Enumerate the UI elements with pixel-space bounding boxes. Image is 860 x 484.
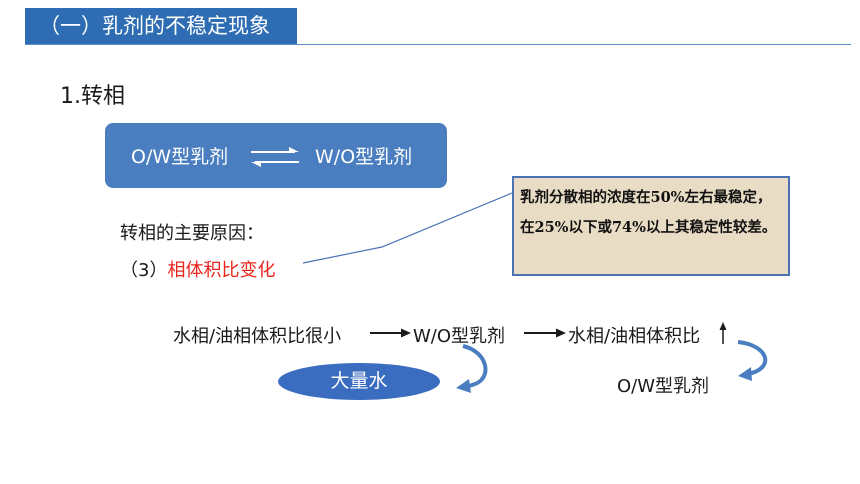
header-divider <box>25 44 851 45</box>
up-arrow-icon <box>719 322 727 344</box>
subsection-heading: 1.转相 <box>60 84 125 109</box>
section-header-title: （一）乳剂的不稳定现象 <box>39 14 270 38</box>
phase-inversion-box: O/W型乳剂 W/O型乳剂 <box>105 123 447 188</box>
cause-label: 转相的主要原因： <box>120 223 264 244</box>
flow-step-4: O/W型乳剂 <box>617 376 710 397</box>
wo-emulsion-label: W/O型乳剂 <box>315 146 413 168</box>
cause-item-number: （3） <box>120 260 168 281</box>
note-callout: 乳剂分散相的浓度在50%左右最稳定，在25%以下或74%以上其稳定性较差。 <box>512 176 790 276</box>
curved-arrow-icon <box>456 344 488 393</box>
right-arrow-icon <box>524 328 566 338</box>
large-water-label: 大量水 <box>330 370 388 392</box>
flow-step-3: 水相/油相体积比 <box>568 326 701 347</box>
right-arrow-icon <box>370 328 411 338</box>
large-water-oval: 大量水 <box>278 363 440 400</box>
flow-step-2: W/O型乳剂 <box>413 326 506 347</box>
section-header-bar: （一）乳剂的不稳定现象 <box>25 8 297 44</box>
ow-emulsion-label: O/W型乳剂 <box>131 146 229 168</box>
flow-step-1: 水相/油相体积比很小 <box>173 326 342 347</box>
cause-item: （3）相体积比变化 <box>120 256 275 282</box>
reversible-arrow-icon <box>251 147 299 167</box>
cause-item-text: 相体积比变化 <box>167 260 276 281</box>
curved-arrow-icon <box>737 340 768 381</box>
